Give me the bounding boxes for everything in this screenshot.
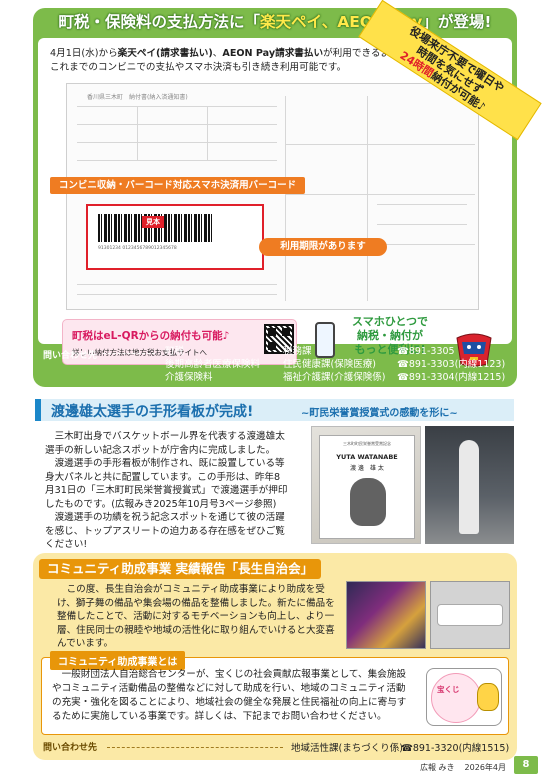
- air-conditioner-photo: [430, 581, 510, 649]
- inquiry-dept: 税務課: [283, 346, 312, 357]
- watanabe-subtitle: ~町民栄誉賞授賞式の感動を形に~: [301, 408, 458, 419]
- community-inquiry: 問い合わせ先 地域活性課(まちづくり係) ☎891-3320(内線1515): [41, 739, 511, 755]
- barcode-sample: 見本 91301234 0123456789012345678: [86, 204, 264, 270]
- payment-title: 町税・保険料の支払方法に「楽天ペイ、AEON Pay」が登場!: [33, 10, 517, 32]
- slip-title: 香川県三木町 納付書(納入済通知書): [87, 94, 188, 101]
- inquiry-label: 問い合わせ先: [43, 743, 98, 753]
- intro-date: 4月1日(水)から: [50, 48, 118, 59]
- handprint-board: 三木町町民栄誉賞受賞記念 YUTA WATANABE 渡 邊 雄 太: [319, 435, 415, 539]
- slogan-line-3: もっと便利に!: [354, 343, 426, 356]
- payment-title-end: 」が登場!: [422, 13, 492, 31]
- community-article: この度、長生自治会がコミュニティ助成事業により助成を受け、獅子舞の備品や集会場の…: [57, 584, 335, 649]
- inquiry-item: 町税: [165, 346, 185, 357]
- payment-section: 町税・保険料の支払方法に「楽天ペイ、AEON Pay」が登場! 4月1日(水)か…: [33, 0, 542, 387]
- player-panel: [459, 440, 479, 534]
- intro-comma: 、: [212, 48, 223, 59]
- page-footer: 広報 みき 2026年4月: [420, 762, 516, 773]
- lottery-logo-text: 宝くじ: [437, 685, 460, 694]
- payment-inquiry: 問い合わせ先 町税 税務課 ☎891-3305 後期高齢者医療保険料 住民健康課…: [41, 344, 511, 384]
- grant-info-box: コミュニティ助成事業とは 一般財団法人自治総合センターが、宝くじの社会貢献広報事…: [41, 651, 509, 735]
- elqr-note: 詳しい納付方法は地方税お支払サイトへ: [72, 348, 207, 357]
- publication-name: 広報 みき: [420, 763, 455, 772]
- smartphone-slogan: スマホひとつで 納税・納付が もっと便利に!: [344, 315, 436, 357]
- inquiry-dept: 地域活性課(まちづくり係): [291, 743, 403, 754]
- mascot-bird-icon: [477, 683, 499, 711]
- sample-stamp: 見本: [142, 216, 164, 228]
- inquiry-divider: [103, 353, 155, 354]
- intro-rakuten: 楽天ペイ(請求書払い): [117, 48, 213, 59]
- shishimai-photo: [346, 581, 426, 649]
- payment-slip-image: 香川県三木町 納付書(納入済通知書): [66, 83, 479, 310]
- intro-line2: これまでのコンビニでの支払やスマホ決済も引き続き利用可能です。: [50, 62, 347, 73]
- inquiry-dept: 住民健康課(保険医療): [283, 359, 376, 370]
- smartphone-icon: [315, 322, 335, 358]
- qr-code-icon: [264, 324, 294, 354]
- grant-info-title: コミュニティ助成事業とは: [50, 651, 186, 670]
- inquiry-item: 介護保険料: [165, 372, 213, 383]
- watanabe-paragraph: 渡邊選手の手形看板が制作され、既に設置している等身大パネルと共に配置しています。…: [45, 458, 288, 510]
- inquiry-item: 後期高齢者医療保険料: [165, 359, 261, 370]
- watanabe-heading: 渡邊雄太選手の手形看板が完成! ~町民栄誉賞授賞式の感動を形に~: [35, 399, 514, 421]
- inquiry-row: 後期高齢者医療保険料 住民健康課(保険医療) ☎891-3303(内線1123): [165, 359, 511, 371]
- slogan-line-1: スマホひとつで: [352, 315, 428, 328]
- inquiry-dept: 福祉介護課(介護保険係): [283, 372, 386, 383]
- inquiry-tel: ☎891-3320(内線1515): [401, 743, 510, 754]
- inquiry-tel: ☎891-3304(内線1215): [397, 372, 506, 383]
- community-section: コミュニティ助成事業 実績報告「長生自治会」 この度、長生自治会がコミュニティ助…: [33, 553, 517, 760]
- slogan-line-2: 納税・納付が: [357, 329, 423, 342]
- lottery-logo: 宝くじ: [426, 668, 502, 726]
- issue-date: 2026年4月: [464, 763, 506, 772]
- barcode-number: 91301234 0123456789012345678: [98, 246, 177, 251]
- watanabe-paragraph: 三木町出身でバスケットボール界を代表する渡邊雄太選手の新しい記念スポットが庁舎内…: [45, 431, 285, 456]
- inquiry-tel: ☎891-3305: [397, 346, 455, 357]
- watanabe-paragraph: 渡邊選手の功績を祝う記念スポットを通じて彼の活躍を感じ、トップアスリートの迫力あ…: [45, 512, 285, 550]
- grant-info-text: 一般財団法人自治総合センターが、宝くじの社会貢献広報事業として、集会施設やコミュ…: [52, 669, 407, 722]
- inquiry-divider: [107, 747, 283, 748]
- watanabe-title: 渡邊雄太選手の手形看板が完成!: [51, 404, 254, 420]
- life-size-panel-photo: [425, 426, 514, 544]
- barcode-callout: コンビニ収納・バーコード対応スマホ決済用バーコード: [50, 177, 305, 194]
- intro-aeon: AEON Pay請求書払い: [222, 48, 324, 59]
- mascot-icon: [456, 333, 492, 367]
- inquiry-row: 町税 税務課 ☎891-3305: [165, 346, 511, 358]
- air-conditioner: [437, 604, 503, 626]
- lottery-seal: [431, 673, 481, 723]
- payment-panel: 4月1日(水)から楽天ペイ(請求書払い)、AEON Pay請求書払いが利用できる…: [38, 38, 512, 367]
- expiry-callout: 利用期限があります: [259, 238, 387, 256]
- elqr-headline: 町税はeL-QRからの納付も可能♪: [72, 330, 230, 342]
- inquiry-row: 介護保険料 福祉介護課(介護保険係) ☎891-3304(内線1215): [165, 372, 511, 384]
- handprint-board-photo: 三木町町民栄誉賞受賞記念 YUTA WATANABE 渡 邊 雄 太: [311, 426, 421, 544]
- board-name-kanji: 渡 邊 雄 太: [350, 465, 384, 472]
- page-number: 8: [514, 756, 538, 774]
- watanabe-article: 三木町出身でバスケットボール界を代表する渡邊雄太選手の新しい記念スポットが庁舎内…: [45, 430, 288, 552]
- inquiry-label: 問い合わせ先: [43, 351, 98, 361]
- elqr-box: 町税はeL-QRからの納付も可能♪ 詳しい納付方法は地方税お支払サイトへ: [62, 319, 297, 365]
- inquiry-tel: ☎891-3303(内線1123): [397, 359, 506, 370]
- board-name: YUTA WATANABE: [336, 453, 398, 461]
- payment-title-text: 町税・保険料の支払方法に「: [58, 13, 261, 31]
- community-title: コミュニティ助成事業 実績報告「長生自治会」: [39, 559, 322, 579]
- handprint-icon: [350, 478, 386, 526]
- board-caption: 三木町町民栄誉賞受賞記念: [343, 441, 391, 446]
